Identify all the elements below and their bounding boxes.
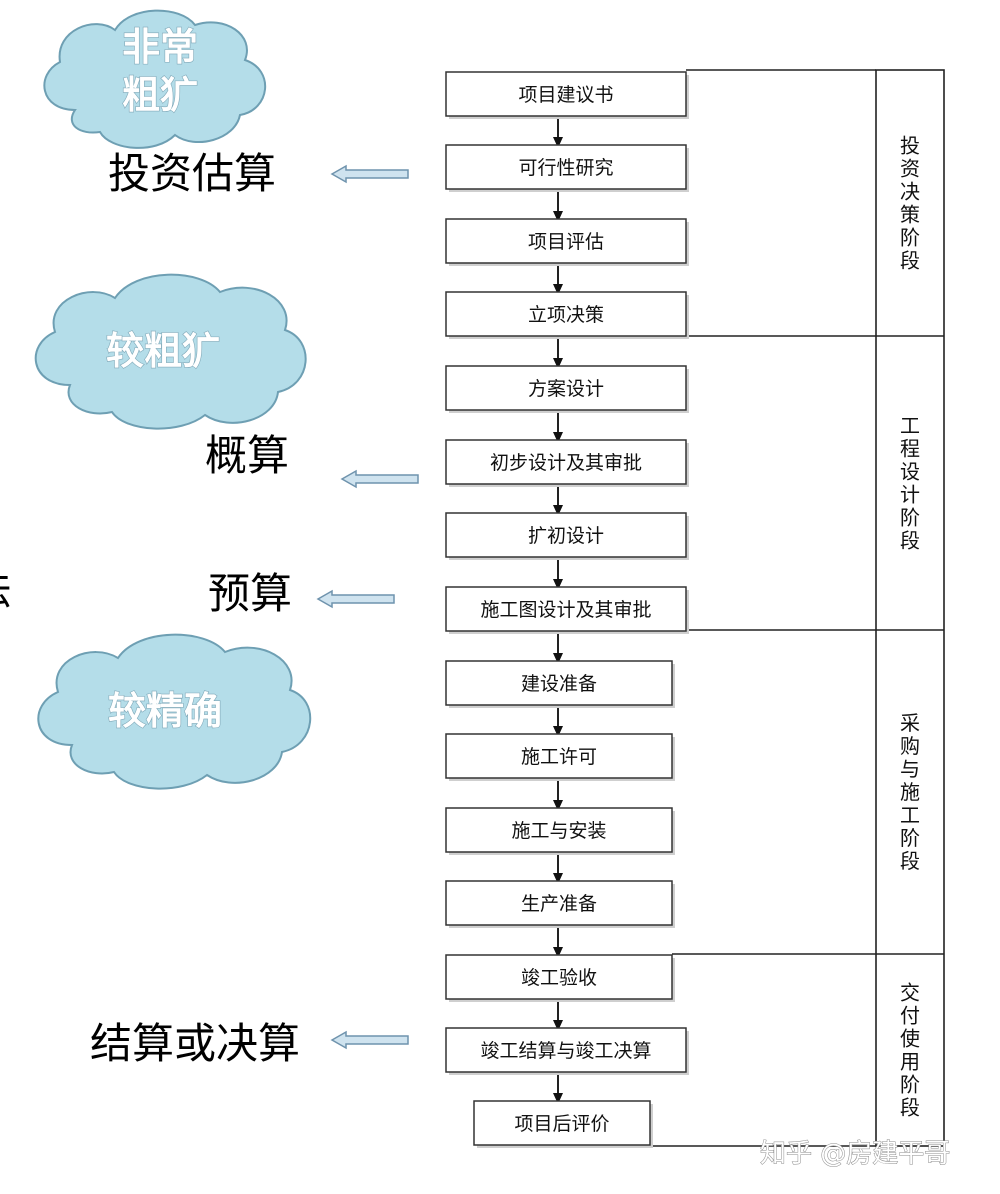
step-box (445, 291, 687, 337)
step-box (445, 1027, 687, 1073)
estimate-label: 结算或决算 (90, 1019, 300, 1068)
step-box (445, 807, 673, 853)
watermark: 知乎 @房建平哥 (760, 1139, 950, 1169)
flow-steps: 项目建议书可行性研究项目评估立项决策方案设计初步设计及其审批扩初设计施工图设计及… (445, 71, 689, 1148)
cloud-precise: 较精确 (37, 633, 312, 790)
flow-step: 可行性研究 (445, 144, 689, 192)
stage-label: 工程设计阶段 (900, 414, 920, 553)
flow-step: 生产准备 (445, 880, 675, 928)
stage-label-text: 交付使用阶段 (900, 981, 920, 1120)
estimate-label: 预算 (208, 569, 292, 618)
step-label: 项目建议书 (518, 84, 613, 106)
step-label: 初步设计及其审批 (490, 452, 642, 474)
step-label: 竣工结算与竣工决算 (480, 1040, 651, 1062)
hollow-left-arrow (330, 164, 409, 184)
flow-step: 初步设计及其审批 (445, 439, 689, 487)
estimate-label: 投资估算 (108, 149, 276, 198)
cloud-label-line: 较粗犷 (106, 329, 220, 373)
step-label: 立项决策 (528, 304, 604, 326)
step-label: 施工与安装 (511, 820, 606, 842)
cloud-shape (37, 633, 312, 790)
step-label: 方案设计 (528, 378, 604, 400)
flow-step: 扩初设计 (445, 512, 689, 560)
step-box (445, 954, 673, 1000)
stage-label: 采购与施工阶段 (900, 711, 920, 873)
flow-step: 竣工结算与竣工决算 (445, 1027, 689, 1075)
step-label: 施工许可 (521, 746, 597, 768)
stage-column-border (875, 69, 945, 1147)
flow-step: 施工与安装 (445, 807, 675, 855)
step-box (445, 733, 673, 779)
flow-step: 项目建议书 (445, 71, 689, 119)
cut-off-character: 法 (0, 565, 12, 614)
flow-step: 方案设计 (445, 365, 689, 413)
cloud-very-rough: 非常 粗犷 (43, 9, 267, 149)
stage-label-text: 采购与施工阶段 (900, 711, 920, 873)
flow-step: 项目后评价 (473, 1100, 653, 1148)
step-box (445, 218, 687, 264)
flow-step: 施工许可 (445, 733, 675, 781)
estimate-labels: 投资估算 概算 预算 结算或决算 (90, 149, 300, 1068)
flow-step: 竣工验收 (445, 954, 675, 1002)
hollow-left-arrow (340, 469, 419, 489)
step-box (445, 880, 673, 926)
step-label: 生产准备 (521, 893, 597, 915)
flow-step: 建设准备 (445, 660, 675, 708)
step-box (445, 71, 687, 117)
hollow-left-arrow (330, 1030, 409, 1050)
step-box (445, 586, 687, 632)
stage-label: 交付使用阶段 (900, 981, 920, 1120)
step-box (473, 1100, 651, 1146)
cloud-labels: 非常 粗犷 较粗犷 较精确 (34, 9, 312, 790)
step-label: 施工图设计及其审批 (480, 599, 651, 621)
stage-label-text: 投资决策阶段 (900, 134, 920, 273)
step-label: 可行性研究 (518, 157, 613, 179)
cloud-rough: 较粗犷 (34, 273, 307, 430)
step-label: 项目后评价 (514, 1113, 609, 1135)
cloud-shape (43, 9, 267, 149)
flow-step: 立项决策 (445, 291, 689, 339)
step-box (445, 439, 687, 485)
hollow-left-arrow (316, 589, 395, 609)
flow-step: 项目评估 (445, 218, 689, 266)
cloud-label-line: 非常 (122, 25, 198, 69)
step-box (445, 512, 687, 558)
cloud-label-line: 粗犷 (122, 73, 198, 117)
stage-frame (650, 69, 945, 1147)
estimate-label: 概算 (205, 431, 289, 480)
step-label: 建设准备 (521, 673, 597, 695)
step-label: 竣工验收 (521, 967, 597, 989)
step-label: 扩初设计 (528, 525, 604, 547)
cloud-label-line: 较精确 (108, 689, 222, 733)
step-box (445, 660, 673, 706)
step-box (445, 144, 687, 190)
cloud-shape (34, 273, 307, 430)
stage-label: 投资决策阶段 (900, 134, 920, 273)
flow-step: 施工图设计及其审批 (445, 586, 689, 634)
step-box (445, 365, 687, 411)
step-label: 项目评估 (528, 231, 604, 253)
stage-label-text: 工程设计阶段 (900, 414, 920, 553)
hollow-arrows (316, 164, 419, 1050)
